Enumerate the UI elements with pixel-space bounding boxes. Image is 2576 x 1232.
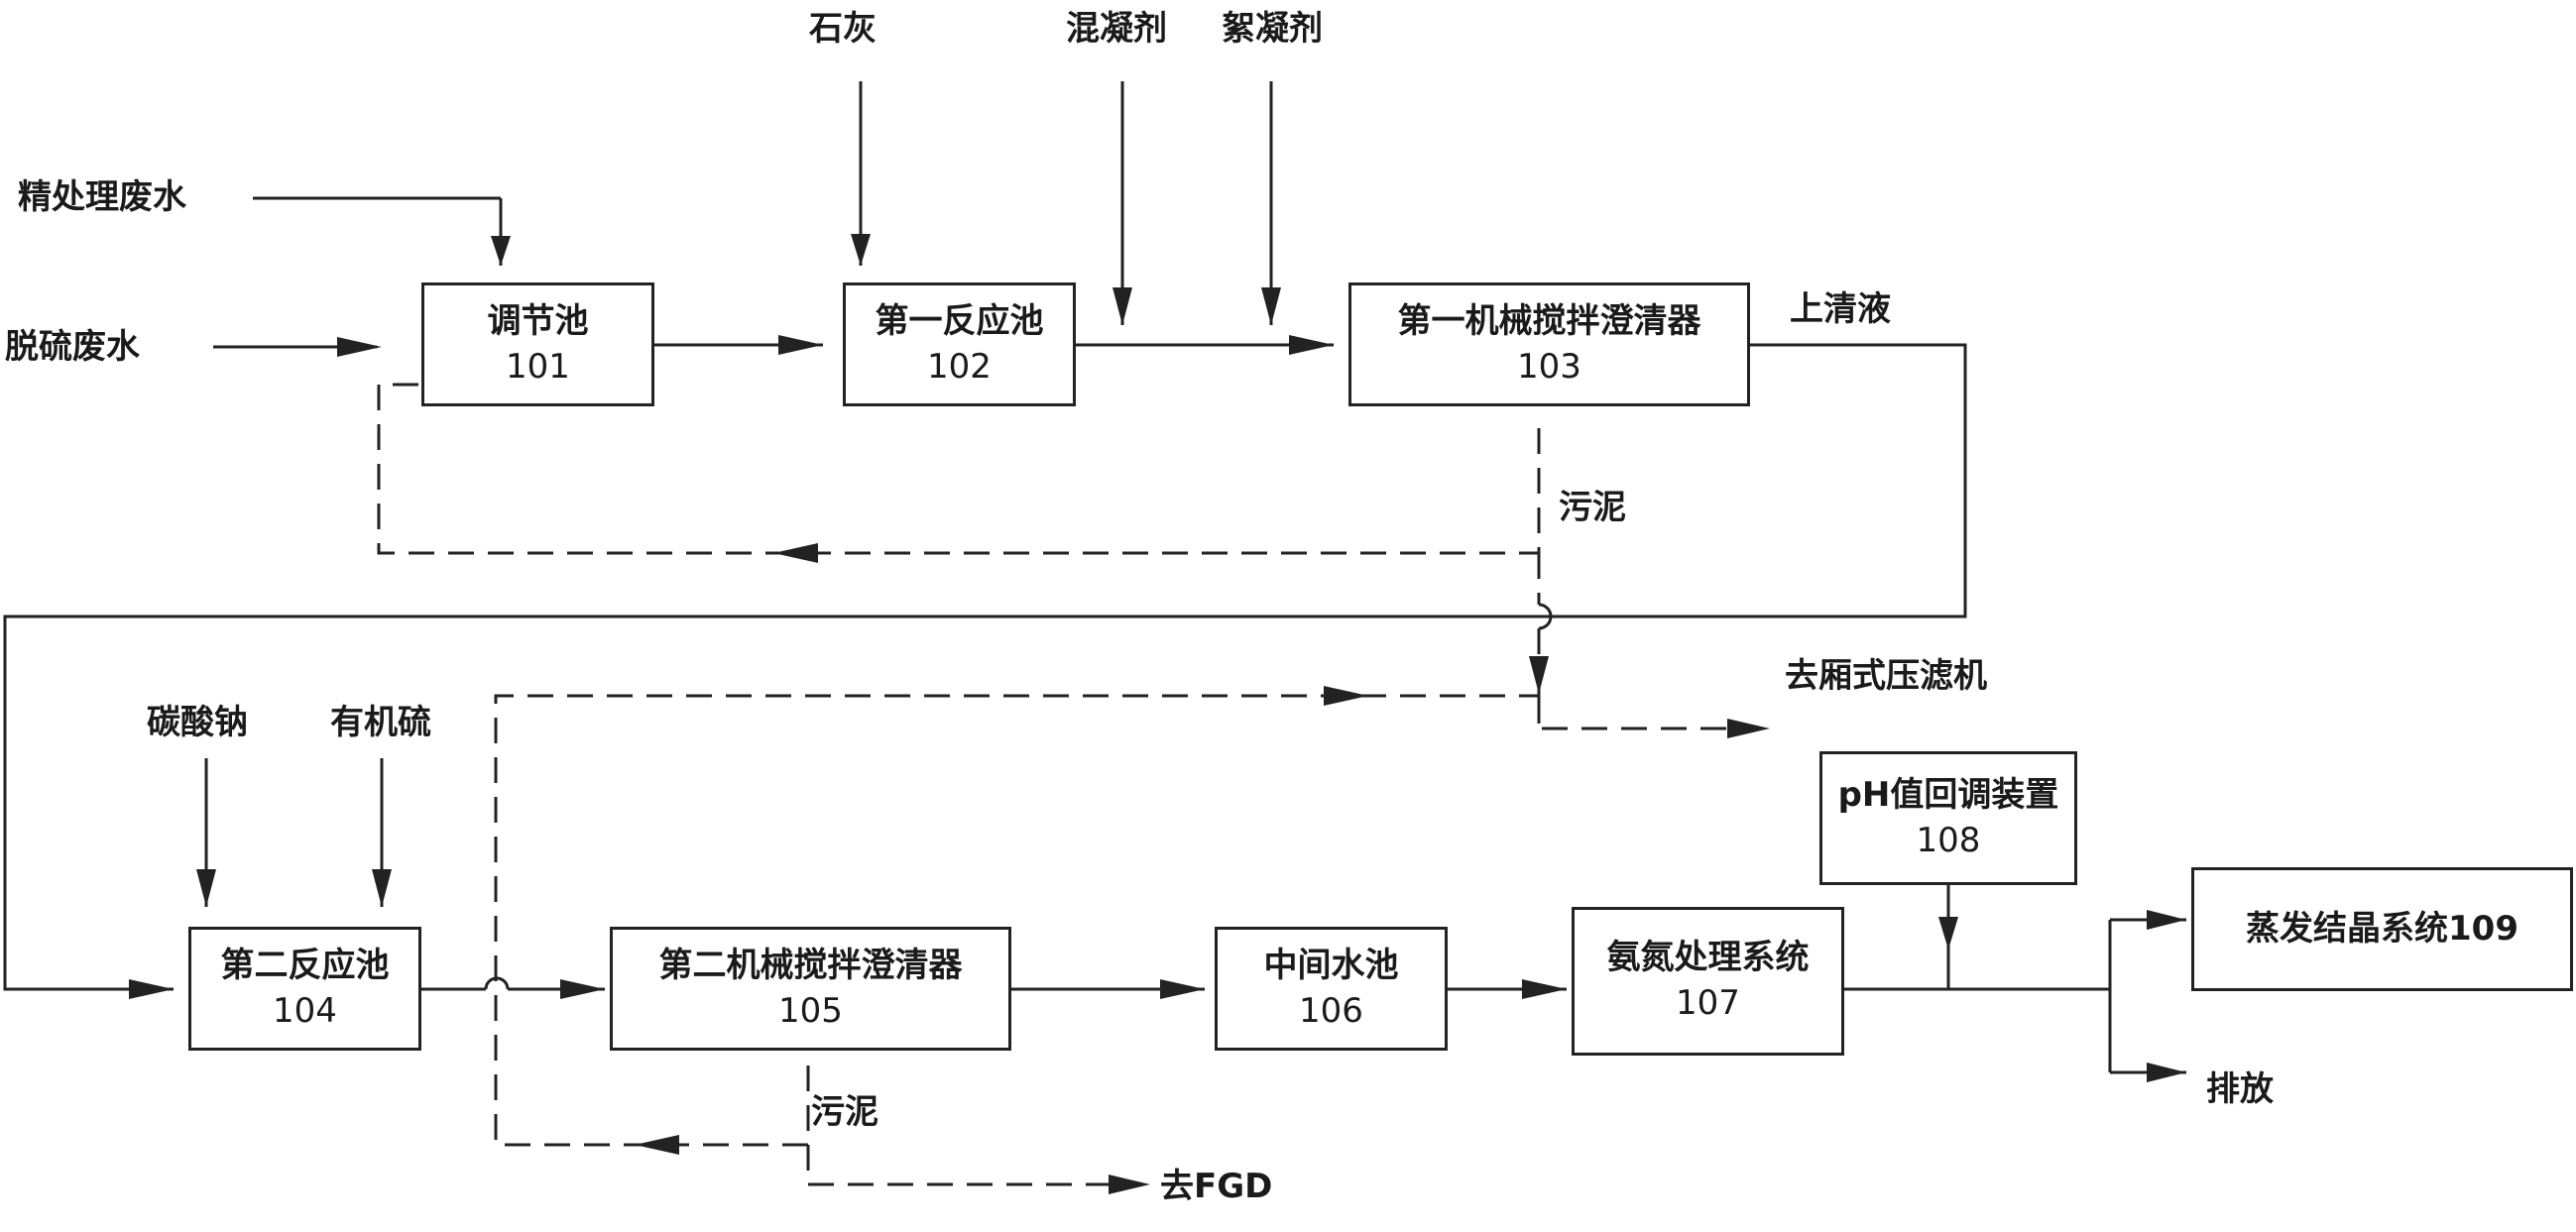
label-sludge-1: 污泥: [1559, 488, 1626, 527]
unit-108-id: 108: [1916, 820, 1981, 860]
arrowhead-lime: [851, 234, 871, 266]
label-discharge: 排放: [2206, 1069, 2274, 1109]
arrowhead-sludge1-down: [1529, 656, 1549, 694]
arrowhead-filter-press: [1727, 719, 1770, 738]
unit-105-second-clarifier: 第二机械搅拌澄清器 105: [610, 927, 1011, 1051]
supernatant-line: [3, 343, 1967, 991]
label-to-fgd: 去FGD: [1160, 1167, 1273, 1206]
arrowhead-104-105: [560, 979, 605, 999]
sludge-105-recycle: [494, 694, 1539, 1147]
arrowhead-coagulant: [1112, 287, 1132, 325]
unit-101-id: 101: [506, 346, 570, 387]
label-sodium-carbonate: 碳酸钠: [147, 703, 248, 742]
sludge-103-recycle: [377, 383, 1541, 555]
label-coagulant: 混凝剂: [1066, 9, 1167, 49]
unit-108-ph-adjustment: pH值回调装置 108: [1819, 751, 2077, 885]
arrowhead-to-fgd: [1109, 1175, 1150, 1194]
unit-102-id: 102: [927, 346, 992, 387]
to-fgd-line: [806, 1145, 1130, 1186]
unit-109-evaporation-crystallization: 蒸发结晶系统109: [2191, 867, 2573, 991]
arrowhead-into-104: [129, 979, 174, 999]
unit-104-id: 104: [273, 990, 337, 1031]
arrowhead-101-102: [778, 335, 823, 355]
arrowhead-sludge2-up: [1324, 686, 1368, 706]
arrowhead-sludge2-return: [635, 1135, 679, 1155]
unit-106-name: 中间水池: [1263, 945, 1399, 985]
unit-102-first-reaction-tank: 第一反应池 102: [843, 282, 1076, 406]
arrowhead-102-103: [1289, 335, 1334, 355]
unit-105-name: 第二机械搅拌澄清器: [658, 945, 963, 985]
arrowhead-discharge: [2147, 1063, 2186, 1082]
arrowhead-desulfur: [337, 337, 382, 357]
arrowhead-refine: [491, 236, 511, 266]
arrowhead-to-109: [2147, 910, 2186, 930]
unit-103-name: 第一机械搅拌澄清器: [1397, 300, 1701, 341]
unit-103-first-clarifier: 第一机械搅拌澄清器 103: [1348, 282, 1750, 406]
unit-108-name: pH值回调装置: [1837, 774, 2059, 815]
unit-106-intermediate-tank: 中间水池 106: [1215, 927, 1448, 1051]
unit-105-id: 105: [778, 990, 843, 1031]
arrowhead-106-107: [1522, 979, 1567, 999]
label-supernatant: 上清液: [1790, 289, 1891, 329]
unit-104-second-reaction-tank: 第二反应池 104: [188, 927, 421, 1051]
label-desulfur-wastewater: 脱硫废水: [5, 327, 140, 367]
arrowhead-flocculant: [1261, 287, 1281, 325]
unit-107-id: 107: [1676, 983, 1740, 1023]
to-filter-press-line: [1537, 692, 1750, 730]
label-to-filter-press: 去厢式压滤机: [1785, 656, 1987, 696]
unit-107-name: 氨氮处理系统: [1606, 938, 1810, 978]
arrowhead-sludge1-return: [773, 543, 818, 563]
arrowhead-sodium-carbonate: [196, 869, 216, 907]
unit-103-id: 103: [1517, 346, 1581, 387]
sludge-103-hop: [1538, 603, 1553, 630]
label-flocculant: 絮凝剂: [1222, 9, 1323, 49]
label-sludge-2: 污泥: [811, 1092, 878, 1132]
unit-104-name: 第二反应池: [220, 945, 390, 985]
label-refine-wastewater: 精处理废水: [18, 177, 186, 217]
unit-102-name: 第一反应池: [875, 300, 1044, 341]
unit-101-equalization-tank: 调节池 101: [421, 282, 654, 406]
unit-109-name: 蒸发结晶系统109: [2246, 908, 2518, 949]
arrowhead-ph-down: [1938, 917, 1958, 950]
label-organosulfur: 有机硫: [330, 703, 431, 742]
unit-106-id: 106: [1299, 990, 1363, 1031]
arrowhead-organosulfur: [372, 869, 392, 907]
unit-107-ammonia-treatment: 氨氮处理系统 107: [1572, 907, 1844, 1056]
label-lime: 石灰: [809, 9, 877, 49]
arrowhead-105-106: [1160, 979, 1205, 999]
unit-101-name: 调节池: [487, 300, 589, 341]
